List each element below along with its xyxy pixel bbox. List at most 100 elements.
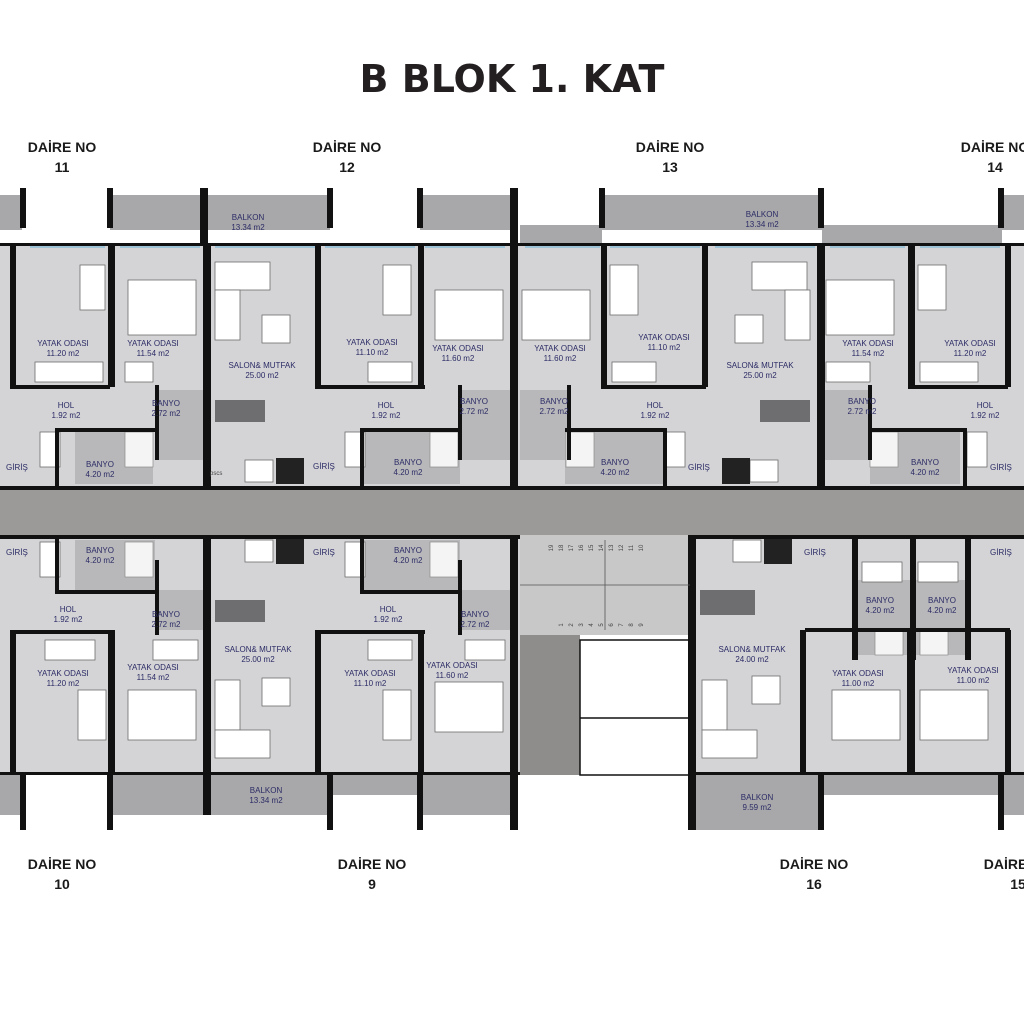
room-area: 4.20 m2 (601, 468, 630, 477)
balcony-area (822, 225, 1002, 245)
wall (315, 385, 425, 389)
room-area: 2.72 m2 (540, 407, 569, 416)
stove (749, 459, 779, 483)
apartment-label: DAİRE NO (338, 856, 407, 872)
room-name: BALKON (232, 213, 265, 222)
room-area: 2.72 m2 (152, 620, 181, 629)
wall (10, 385, 110, 389)
bed (382, 689, 412, 741)
wardrobe (611, 361, 657, 383)
wall (868, 385, 872, 460)
wall (55, 590, 155, 594)
stove (244, 539, 274, 563)
bed (127, 689, 197, 741)
stair-step-number: 11 (629, 544, 635, 551)
shower (429, 541, 459, 578)
bath-area (460, 390, 510, 460)
wall (360, 535, 364, 593)
wall (360, 428, 364, 486)
wall (315, 630, 425, 634)
room-area: 13.34 m2 (745, 220, 779, 229)
room-area: 1.92 m2 (52, 411, 81, 420)
wall (417, 775, 423, 830)
room-name: BANYO (928, 596, 956, 605)
shower (919, 629, 949, 656)
furniture (34, 261, 989, 759)
room-area: 2.72 m2 (460, 407, 489, 416)
room-name: HOL (58, 401, 75, 410)
room-area: 25.00 m2 (245, 371, 279, 380)
stair-step-number: 9 (639, 623, 645, 627)
room-name: BANYO (848, 397, 876, 406)
room-area: 13.34 m2 (249, 796, 283, 805)
bed (919, 689, 989, 741)
entrance-label: GİRİŞ (313, 462, 335, 471)
balcony-area (690, 775, 820, 830)
room-name: HOL (977, 401, 994, 410)
wall (963, 428, 967, 486)
wall (203, 535, 211, 815)
stair-step-number: 15 (589, 544, 595, 551)
shower (874, 629, 904, 656)
room-name: YATAK ODASI (37, 339, 89, 348)
room-name: YATAK ODASI (832, 669, 884, 678)
wall (599, 188, 605, 228)
wall (965, 535, 971, 660)
apartment-number: 15 (1010, 876, 1024, 892)
entrance-labels: GİRİŞ GİRİŞ GİRİŞ GİRİŞ GİRİŞ GİRİŞ GİRİ… (6, 462, 1012, 557)
room-name: YATAK ODASI (947, 666, 999, 675)
balcony-area (520, 225, 602, 245)
apartment-number: 11 (55, 159, 70, 175)
wall (817, 245, 825, 490)
wall (800, 630, 806, 775)
stair-step-number: 13 (609, 544, 615, 551)
bath-area (460, 590, 510, 630)
room-area: 2.72 m2 (848, 407, 877, 416)
stair-step-number: 7 (619, 623, 625, 627)
apartment-number: 10 (54, 876, 70, 892)
wall (108, 630, 115, 775)
wall (910, 535, 916, 660)
apartment-label: DAİRE NO (961, 139, 1024, 155)
room-area: 4.20 m2 (86, 556, 115, 565)
wall (55, 428, 155, 432)
wall (870, 428, 965, 432)
room-area: 11.60 m2 (436, 671, 469, 680)
stair-step-number: 5 (599, 623, 605, 627)
room-area: 1.92 m2 (54, 615, 83, 624)
wall (690, 772, 1024, 775)
wardrobe (367, 639, 413, 661)
room-name: BANYO (540, 397, 568, 406)
wardrobe (124, 361, 154, 383)
stair-step-number: 3 (579, 623, 585, 627)
wall (20, 775, 26, 830)
bed (609, 264, 639, 316)
bath-area (155, 590, 205, 630)
wall (417, 188, 423, 228)
wall (510, 188, 518, 245)
wall (510, 775, 518, 830)
apartment-number: 16 (806, 876, 822, 892)
elevator-area (579, 639, 691, 776)
room-name: BANYO (152, 399, 180, 408)
wall (601, 245, 607, 387)
room-name: SALON& MUTFAK (718, 645, 786, 654)
room-area: 25.00 m2 (743, 371, 777, 380)
room-area: 25.00 m2 (241, 655, 275, 664)
title-group: B BLOK 1. KAT (360, 57, 665, 101)
entrance-label: GİRİŞ (804, 548, 826, 557)
wall (155, 385, 159, 460)
room-name: SALON& MUTFAK (224, 645, 292, 654)
stair-step-numbers: 1 2 3 4 5 6 7 8 9 10 11 12 13 14 15 16 1… (549, 544, 645, 627)
washbasin (917, 561, 959, 583)
fridge (764, 538, 792, 564)
balcony-area (0, 775, 22, 815)
corridor-area (0, 490, 1024, 535)
wall (315, 630, 321, 775)
room-area: 4.20 m2 (86, 470, 115, 479)
room-name: YATAK ODASI (638, 333, 690, 342)
wall (55, 535, 59, 593)
entrance-label: GİRİŞ (6, 463, 28, 472)
room-name: BANYO (601, 458, 629, 467)
wardrobe (152, 639, 199, 661)
